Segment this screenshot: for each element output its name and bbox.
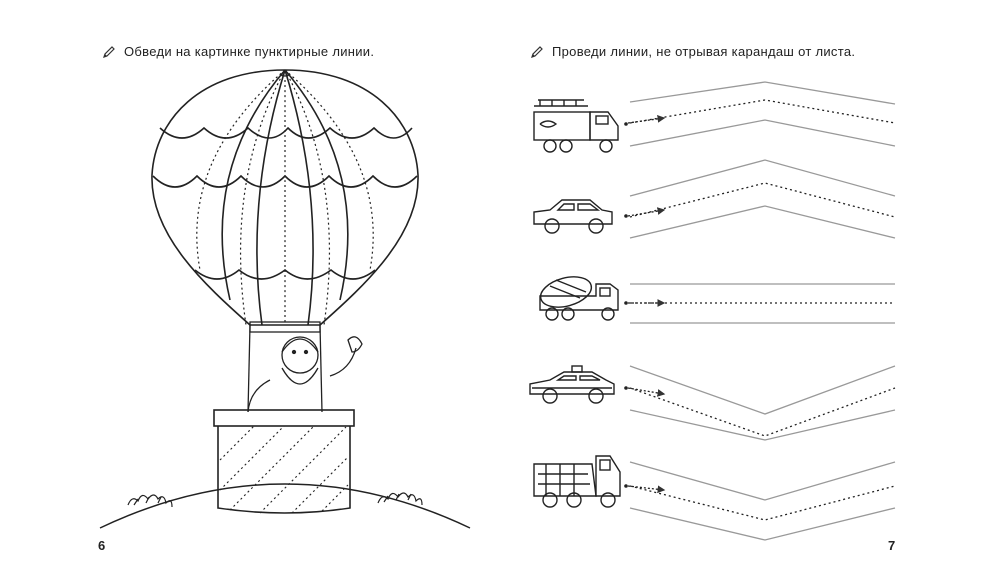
bush-right	[377, 492, 423, 506]
bush-left	[127, 494, 173, 508]
tracing-exercise	[529, 81, 896, 541]
right-page: Проведи линии, не отрывая карандаш от ли…	[500, 0, 1000, 586]
pencil-icon	[103, 45, 115, 58]
right-instruction-text: Проведи линии, не отрывая карандаш от ли…	[552, 44, 856, 59]
fire-truck-icon	[533, 99, 619, 153]
santa-figure	[247, 336, 363, 413]
left-page: Обведи на картинке пунктирные линии.	[98, 44, 471, 553]
tracing-lines-4	[624, 365, 896, 441]
right-page-number: 7	[888, 538, 896, 553]
right-instruction: Проведи линии, не отрывая карандаш от ли…	[530, 44, 855, 59]
car-icon	[533, 199, 613, 234]
basket	[213, 409, 355, 514]
balloon-ropes	[247, 321, 323, 413]
balloon-picture	[99, 69, 471, 529]
police-car-icon	[529, 365, 615, 404]
left-instruction: Обведи на картинке пунктирные линии.	[102, 44, 374, 59]
cement-mixer-icon	[539, 276, 619, 321]
dump-truck-icon	[533, 455, 621, 508]
tracing-lines-2	[624, 159, 896, 239]
balloon-dotted-lines	[196, 69, 374, 326]
tracing-lines-1	[624, 81, 896, 147]
tracing-lines-3	[624, 283, 895, 324]
left-page-number: 6	[98, 538, 106, 553]
tracing-lines-5	[624, 461, 896, 541]
pencil-icon	[531, 45, 543, 58]
left-instruction-text: Обведи на картинке пунктирные линии.	[124, 44, 375, 59]
basket-dotted-stripes	[219, 425, 349, 514]
hill	[99, 483, 471, 529]
balloon-envelope	[151, 69, 419, 326]
